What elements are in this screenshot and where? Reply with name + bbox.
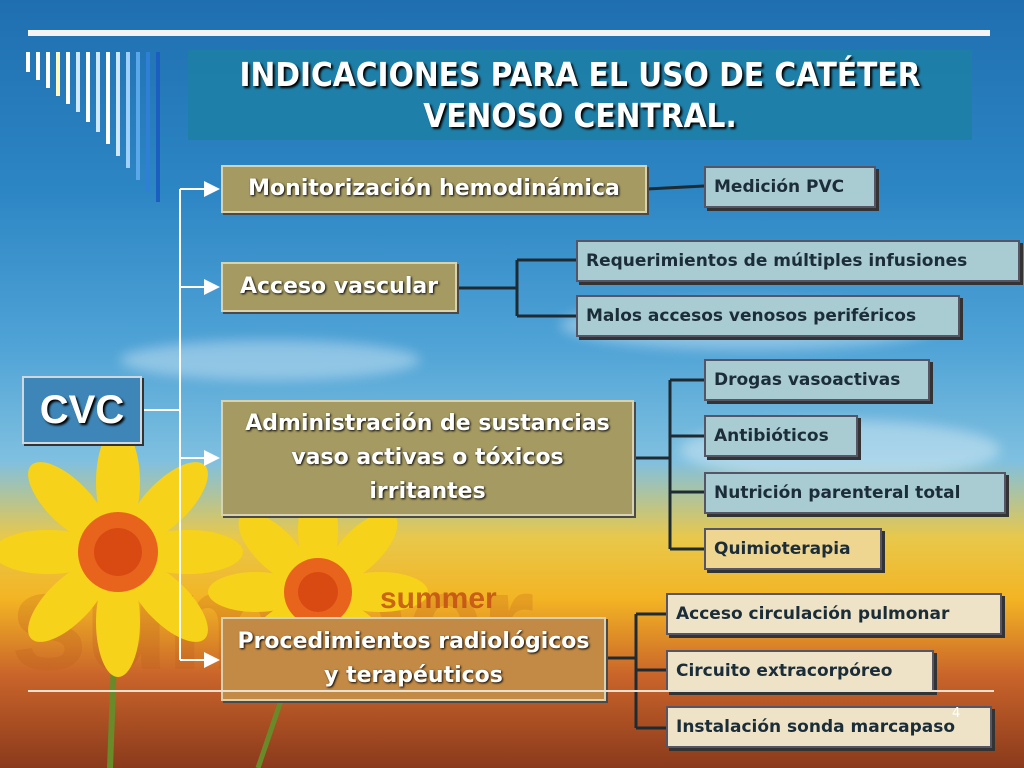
root-node-cvc: CVC [22,376,142,444]
title-background [188,50,972,140]
leaf-medicion-pvc: Medición PVC [704,166,876,208]
stripes-decoration [26,52,160,202]
title-line-2: VENOSO CENTRAL. [423,96,737,135]
leaf-quimioterapia: Quimioterapia [704,528,882,570]
leaf-malos-accesos: Malos accesos venosos periféricos [576,295,960,337]
page-number: 4 [952,706,961,721]
cloud-decoration [120,340,420,380]
leaf-circuito-extracorporeo: Circuito extracorpóreo [666,650,934,692]
category-procedimientos: Procedimientos radiológicos y terapéutic… [221,617,606,701]
category-monitorizacion: Monitorización hemodinámica [221,165,647,213]
leaf-nutricion-parenteral: Nutrición parenteral total [704,472,1006,514]
leaf-sonda-marcapaso: Instalación sonda marcapaso [666,706,992,748]
leaf-drogas-vasoactivas: Drogas vasoactivas [704,359,930,401]
slide-title: INDICACIONES PARA EL USO DE CATÉTER VENO… [188,54,972,136]
category-acceso-vascular: Acceso vascular [221,262,457,312]
top-rule [28,30,990,36]
summer-label: summer [380,582,497,615]
leaf-multiples-infusiones: Requerimientos de múltiples infusiones [576,240,1020,282]
leaf-circulacion-pulmonar: Acceso circulación pulmonar [666,593,1002,635]
leaf-antibioticos: Antibióticos [704,415,858,457]
bottom-rule [28,690,994,692]
title-line-1: INDICACIONES PARA EL USO DE CATÉTER [239,55,921,94]
category-administracion: Administración de sustancias vaso activa… [221,400,634,516]
